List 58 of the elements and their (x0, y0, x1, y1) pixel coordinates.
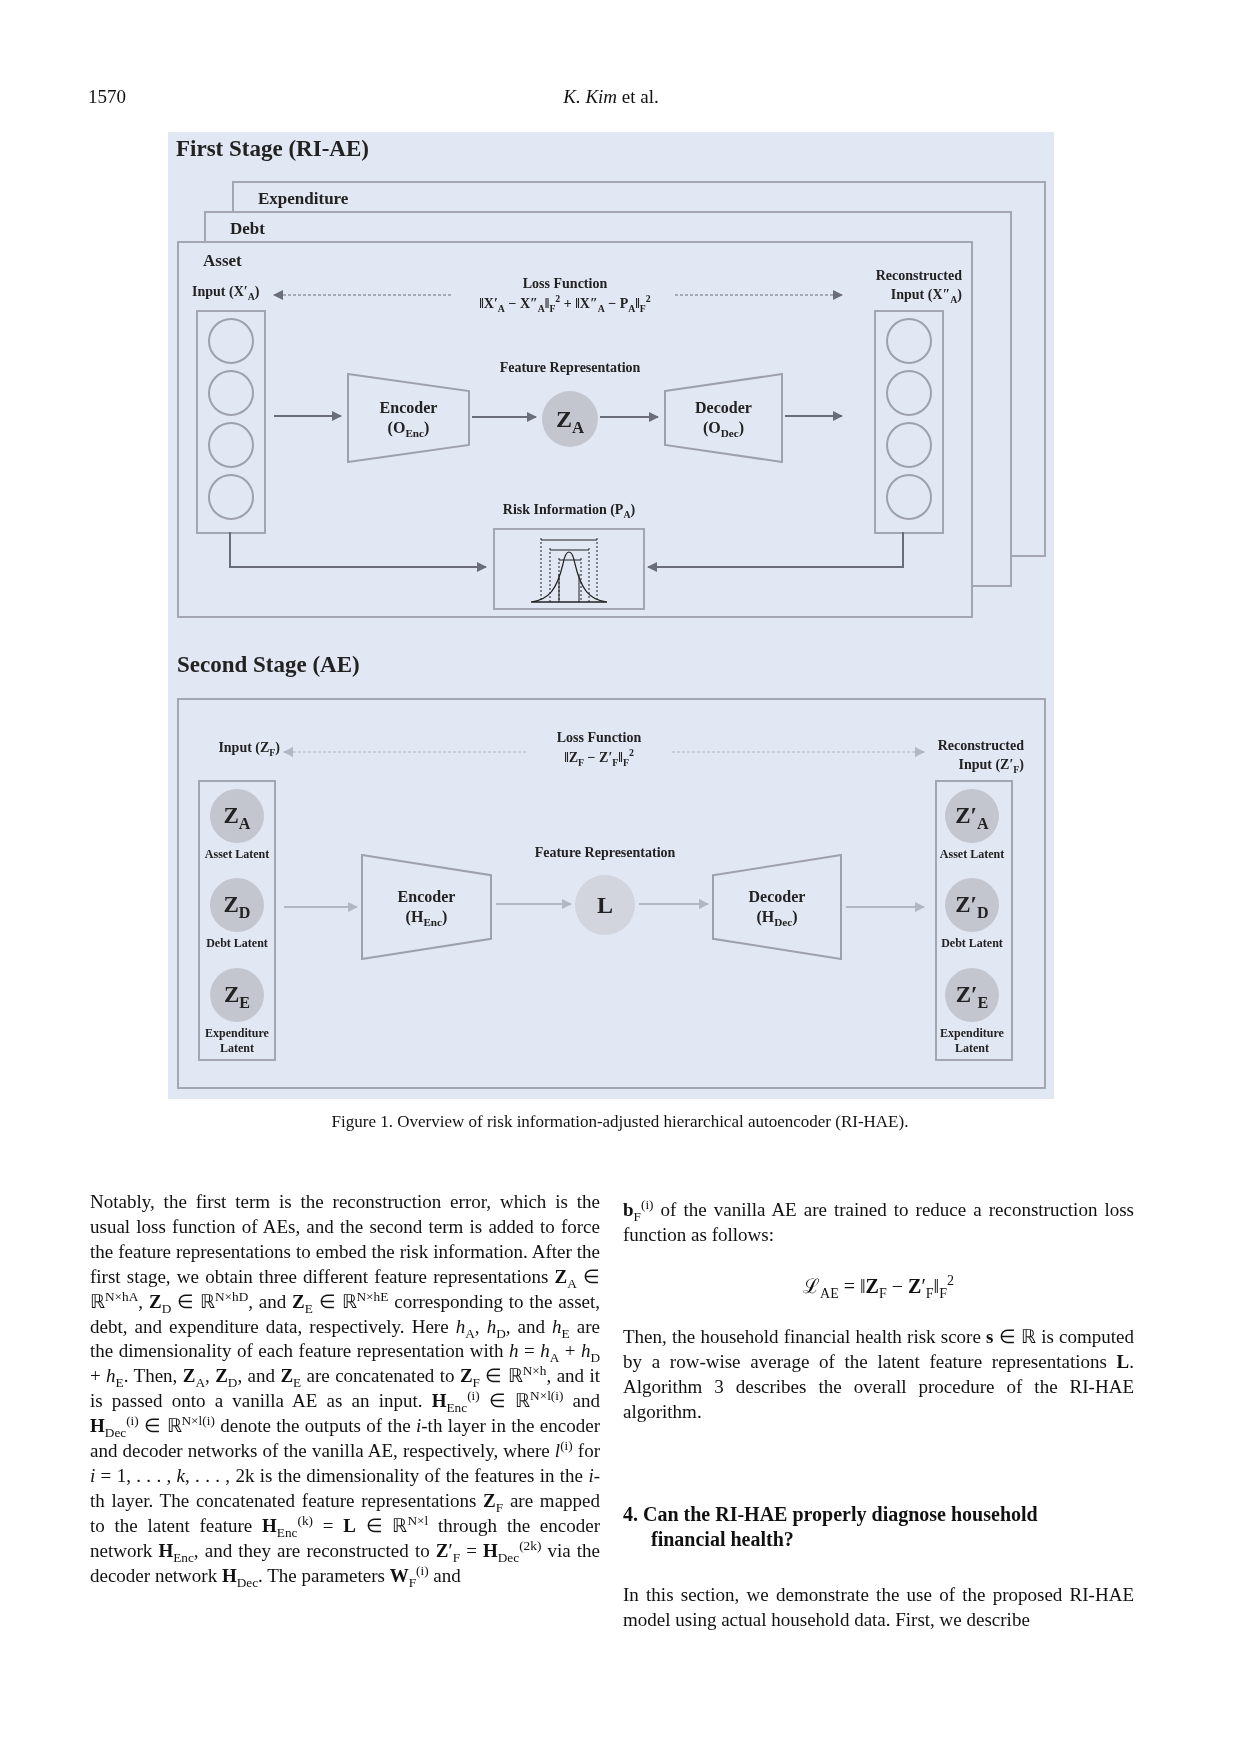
column-heading: Reconstructed Input (X″$_{A}$) (874, 267, 962, 304)
arrow (283, 747, 527, 757)
section-heading: 4. Can the RI-HAE properly diagnose household financial health? (623, 1502, 1039, 1552)
arrow (273, 290, 452, 300)
neuron-circle (208, 474, 254, 520)
neuron-circle (208, 370, 254, 416)
page-number: 1570 (88, 86, 126, 108)
neuron-circle (886, 318, 932, 364)
arrow (638, 899, 709, 909)
card-title: Expenditure (258, 189, 349, 209)
arrow (647, 531, 904, 572)
latent-label: Asset Latent (938, 847, 1006, 862)
feature-label: Feature Representation (498, 360, 642, 376)
arrow (229, 531, 487, 572)
block-label: Decoder (H$_{Dec}$) (747, 887, 807, 927)
running-header: K. Kim et al. (562, 86, 660, 108)
neuron-circle (208, 318, 254, 364)
risk-heading: Risk Information (P$_{A}$) (501, 502, 637, 518)
arrow (784, 411, 843, 421)
panel-card (232, 181, 1046, 211)
stage-title: First Stage (RI-AE) (176, 136, 369, 162)
column-heading: Input (X′$_{A}$) (192, 283, 261, 301)
stage-title: Second Stage (AE) (177, 652, 360, 678)
arrow (599, 412, 659, 422)
arrow (674, 290, 843, 300)
neuron-circle (886, 474, 932, 520)
body-paragraph: b$_{F}$$^{(i)}$ of the vanilla AE are trained to reduce a reconstruction loss function as follows: (623, 1198, 1134, 1247)
neuron-circle (208, 422, 254, 468)
block-label: Decoder (O$_{Dec}$) (694, 398, 753, 438)
loss-label: Loss Function (555, 730, 643, 746)
feature-label: Feature Representation (533, 845, 677, 861)
loss-label: Loss Function (521, 276, 609, 292)
neuron-circle (886, 370, 932, 416)
latent-label: Debt Latent (940, 936, 1004, 951)
arrow (273, 411, 342, 421)
body-paragraph: In this section, we demonstrate the use of the proposed RI-HAE model using actual household data. First, we describe (623, 1583, 1134, 1632)
block-label: Encoder (O$_{Enc}$) (378, 398, 439, 438)
arrow (671, 747, 925, 757)
card-title: Debt (230, 219, 265, 239)
latent-label: Expenditure Latent (204, 1026, 270, 1056)
latent-label: Expenditure Latent (939, 1026, 1005, 1056)
neuron-circle (886, 422, 932, 468)
figure-caption: Figure 1. Overview of risk information-adjusted hierarchical autoencoder (RI-HAE). (330, 1112, 910, 1132)
card-title: Asset (203, 251, 242, 271)
body-paragraph: Then, the household financial health risk score s ∈ ℝ is computed by a row-wise average of the latent feature representations L. Algorithm 3 describes the overall procedure of the RI-HAE algorithm. (623, 1325, 1134, 1424)
column-heading: Reconstructed Input (Z′$_{F}$) (936, 737, 1024, 774)
column-heading: Input (Z$_{F}$) (217, 739, 280, 757)
panel-card (177, 241, 973, 618)
panel-card (204, 211, 1012, 241)
latent-circle: Z$_{A}$ (542, 391, 598, 447)
latent-label: Asset Latent (203, 847, 271, 862)
latent-label: Debt Latent (205, 936, 269, 951)
body-paragraph: Notably, the first term is the reconstruction error, which is the usual loss function of AEs, and the second term is added to force the feature representations to embed the risk information. After the first stage, we obtain three different feature representations Z$_{A}$ ∈ ℝ$^{N×hA}$, Z$_{D}$ ∈ ℝ$^{N×hD}$, and Z$_{E}$ ∈ ℝ$^{N×hE}$ corresponding to the asset, debt, and expenditure data, respectively. Here h$_{A}$, h$_{D}$, and h$_{E}$ are the dimensionality of each feature representation with h = h$_{A}$ + h$_{D}$ + h$_{E}$. Then, Z$_{A}$, Z$_{D}$, and Z$_{E}$ are concatenated to Z$_{F}$ ∈ ℝ$^{N×h}$, and it is passed onto a vanilla AE as an input. H$_{Enc}$$^{(i)}$ ∈ ℝ$^{N×l(i)}$ and H$_{Dec}$$^{(i)}$ ∈ ℝ$^{N×l(i)}$ denote the outputs of the i-th layer in the encoder and decoder networks of the vanilla AE, respectively, where l$^{(i)}$ for i = 1, . . . , k, . . . , 2k is the dimensionality of the features in the i-th layer. The concatenated feature representations Z$_{F}$ are mapped to the latent feature H$_{Enc}$$^{(k)}$ = L ∈ ℝ$^{N×l}$ through the encoder network H$_{Enc}$, and they are reconstructed to Z′$_{F}$ = H$_{Dec}$$^{(2k)}$ via the decoder network H$_{Dec}$. The parameters W$_{F}$$^{(i)}$ and (90, 1190, 600, 1589)
arrow (283, 902, 358, 912)
block-label: Encoder (H$_{Enc}$) (396, 887, 457, 927)
arrow (845, 902, 925, 912)
arrow (495, 899, 572, 909)
arrow (471, 412, 537, 422)
